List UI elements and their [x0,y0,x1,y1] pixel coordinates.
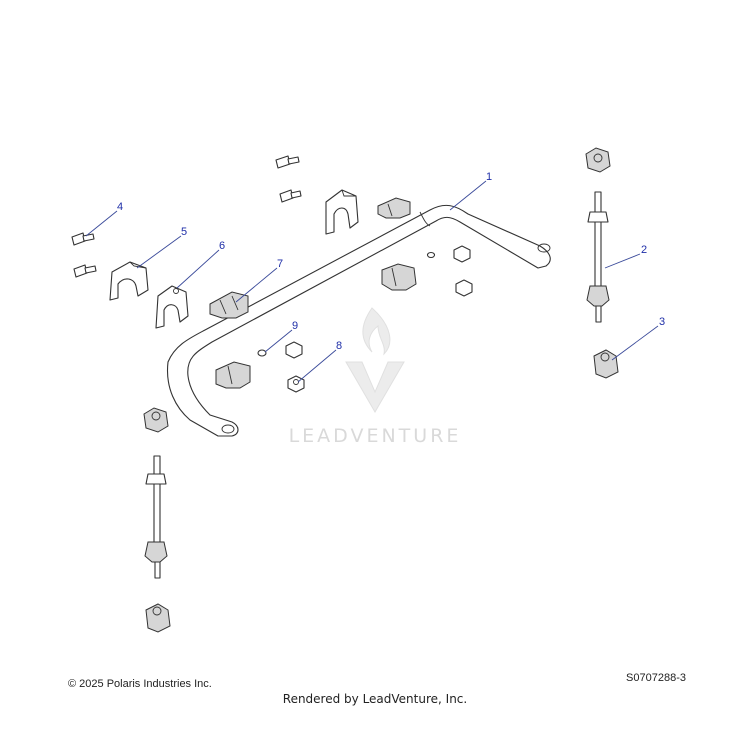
leader-5 [136,235,182,269]
callout-5: 5 [181,226,187,238]
callout-6: 6 [219,240,225,252]
watermark-flame-icon [362,307,391,356]
link-rod-left [144,455,168,579]
link-right-top-bushing [585,147,611,173]
clamp-5 [109,261,149,301]
link-left-bottom-bushing [145,603,171,633]
rendered-by-text: Rendered by LeadVenture, Inc. [282,692,468,706]
callout-7: 7 [277,258,283,270]
bushing-3 [593,349,619,379]
bushing-mid [381,263,417,291]
bolt-4b [73,264,97,278]
callout-8: 8 [336,340,342,352]
bolt-top-1 [275,155,300,169]
leader-1 [449,180,487,211]
nut-upper-a [453,245,471,263]
callout-4: 4 [117,201,123,213]
watermark: LEADVENTURE [289,307,462,447]
bolt-top-2 [279,189,302,203]
washer-9 [257,349,267,357]
copyright-text: © 2025 Polaris Industries Inc. [68,678,212,690]
bolt-4a [71,232,95,246]
leader-8 [297,349,337,383]
callout-9: 9 [292,320,298,332]
watermark-text: LEADVENTURE [289,425,462,447]
bushing-7 [209,291,249,319]
bushing-upper [377,197,411,219]
link-rod-2 [586,191,610,323]
leader-6 [176,249,220,289]
watermark-v-icon [345,361,405,413]
drawing-id: S0707288-3 [626,672,686,684]
leader-3 [611,325,659,361]
washer-upper [426,251,436,259]
leader-4 [85,210,118,237]
callout-1: 1 [486,171,492,183]
bushing-lower [215,361,251,389]
stabilizer-bar [166,204,551,437]
leader-9 [264,329,293,353]
callout-2: 2 [641,244,647,256]
callout-3: 3 [659,316,665,328]
nut-mid [285,341,303,359]
link-left-top-bushing [143,407,169,433]
leader-7 [235,267,278,303]
nut-upper-b [455,279,473,297]
clamp-6 [155,285,189,329]
leader-2 [604,253,641,269]
clamp-upper [325,189,359,235]
